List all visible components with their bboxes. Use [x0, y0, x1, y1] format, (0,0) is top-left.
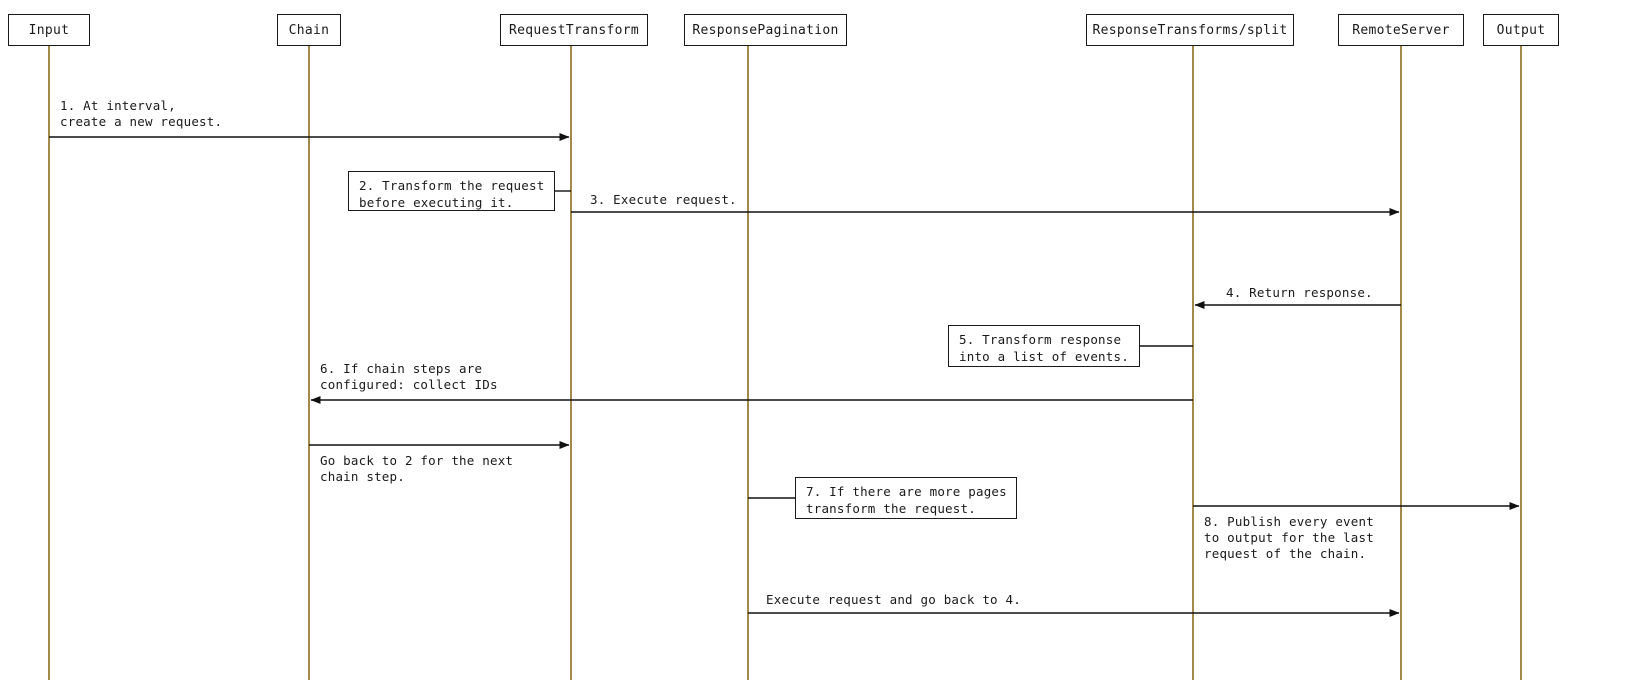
participant-label: RequestTransform: [508, 22, 640, 38]
lifelines-group: [48, 46, 1522, 680]
participant-label: ResponsePagination: [692, 22, 839, 38]
participant-label: RemoteServer: [1352, 22, 1450, 38]
participant-output[interactable]: Output: [1483, 14, 1559, 46]
lifeline-target-responsetransforms[interactable]: [1189, 46, 1198, 680]
note-text: 2. Transform the request before executin…: [359, 178, 545, 210]
lifeline-target-input[interactable]: [45, 46, 54, 680]
lifeline-target-output[interactable]: [1517, 46, 1526, 680]
note-text: 5. Transform response into a list of eve…: [959, 332, 1129, 364]
participant-label: ResponseTransforms/split: [1092, 22, 1288, 38]
message-label-m-goback4: Execute request and go back to 4.: [766, 592, 1021, 607]
participant-requesttransform[interactable]: RequestTransform: [500, 14, 648, 46]
message-label-m1: 1. At interval, create a new request.: [60, 98, 223, 129]
message-label-m4: 4. Return response.: [1226, 285, 1373, 300]
message-label-m3: 3. Execute request.: [590, 192, 737, 207]
lifeline-target-chain[interactable]: [305, 46, 314, 680]
participant-responsetransforms[interactable]: ResponseTransforms/split: [1086, 14, 1294, 46]
note-n2[interactable]: 2. Transform the request before executin…: [348, 171, 555, 211]
note-n7[interactable]: 7. If there are more pages transform the…: [795, 477, 1017, 519]
participant-label: Chain: [288, 22, 330, 38]
lifeline-target-remoteserver[interactable]: [1397, 46, 1406, 680]
message-label-m-goback2: Go back to 2 for the next chain step.: [320, 453, 514, 484]
lifeline-target-responsepagination[interactable]: [744, 46, 753, 680]
lifeline-target-requesttransform[interactable]: [567, 46, 576, 680]
note-text: 7. If there are more pages transform the…: [806, 484, 1007, 516]
note-n5[interactable]: 5. Transform response into a list of eve…: [948, 325, 1140, 367]
participant-responsepagination[interactable]: ResponsePagination: [684, 14, 847, 46]
participant-remoteserver[interactable]: RemoteServer: [1338, 14, 1464, 46]
participant-label: Input: [28, 22, 70, 38]
participant-label: Output: [1496, 22, 1546, 38]
participant-input[interactable]: Input: [8, 14, 90, 46]
participant-chain[interactable]: Chain: [277, 14, 341, 46]
message-label-m8: 8. Publish every event to output for the…: [1204, 514, 1374, 561]
message-label-m6: 6. If chain steps are configured: collec…: [320, 361, 498, 392]
